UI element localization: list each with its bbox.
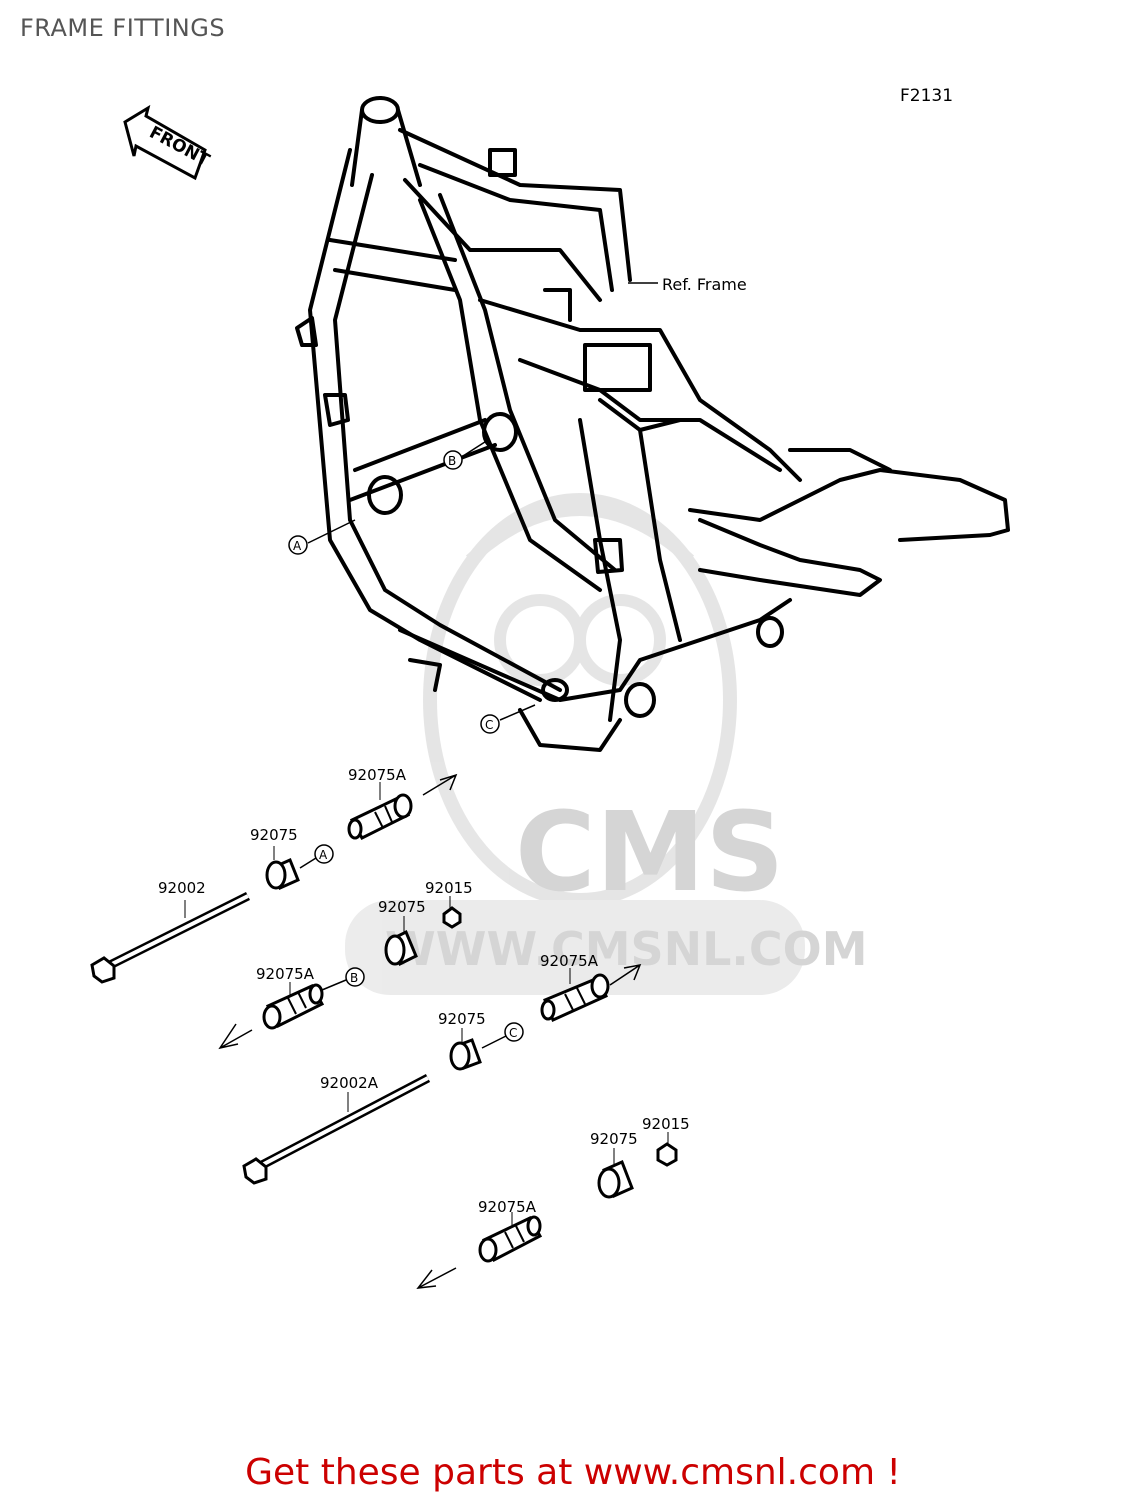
part-number-92002: 92002: [158, 879, 206, 897]
part-92015-lower[interactable]: [656, 1132, 678, 1167]
frame-marker-a-label: A: [293, 539, 302, 553]
motorcycle-frame-drawing: [295, 96, 1010, 752]
part-92075-c[interactable]: [449, 1022, 524, 1071]
part-92075-lower[interactable]: [597, 1148, 634, 1199]
part-92075-middle[interactable]: [384, 916, 418, 967]
part-92075-a[interactable]: [265, 844, 334, 891]
frame-marker-c-label: C: [485, 718, 493, 732]
part-number-92075-lower: 92075: [590, 1130, 638, 1148]
part-92075a-lower[interactable]: [416, 1212, 543, 1289]
footer-cta-link[interactable]: Get these parts at www.cmsnl.com !: [245, 1452, 901, 1493]
part-marker-c: C: [509, 1026, 517, 1040]
part-number-92002a: 92002A: [320, 1074, 379, 1092]
frame-marker-c: C: [480, 704, 536, 734]
part-92002-bolt[interactable]: [90, 891, 251, 984]
part-number-92075a-lower: 92075A: [478, 1198, 537, 1216]
part-92075a-upper[interactable]: [347, 773, 458, 840]
part-number-92075-a: 92075: [250, 826, 298, 844]
frame-marker-b: B: [443, 439, 489, 470]
part-92002a-bolt[interactable]: [242, 1074, 431, 1185]
watermark-brand: CMS: [515, 788, 784, 916]
part-marker-b: B: [350, 971, 358, 985]
part-number-92075-c: 92075: [438, 1010, 486, 1028]
part-number-92015-upper: 92015: [425, 879, 473, 897]
part-number-92075-middle: 92075: [378, 898, 426, 916]
frame-marker-b-label: B: [448, 454, 456, 468]
page-title: FRAME FITTINGS: [20, 14, 226, 42]
part-number-92075a-b: 92075A: [256, 965, 315, 983]
part-number-92015-lower: 92015: [642, 1115, 690, 1133]
part-92075a-c[interactable]: [540, 964, 642, 1023]
part-number-92075a-c: 92075A: [540, 952, 599, 970]
front-arrow-icon: FRONT: [123, 104, 213, 181]
part-92075a-b[interactable]: [218, 967, 365, 1050]
part-marker-a: A: [319, 848, 328, 862]
part-92015-upper[interactable]: [442, 896, 462, 929]
diagram-code: F2131: [900, 86, 953, 106]
frame-marker-a: A: [288, 519, 356, 555]
ref-frame-label: Ref. Frame: [662, 275, 747, 294]
part-number-92075a-upper: 92075A: [348, 766, 407, 784]
